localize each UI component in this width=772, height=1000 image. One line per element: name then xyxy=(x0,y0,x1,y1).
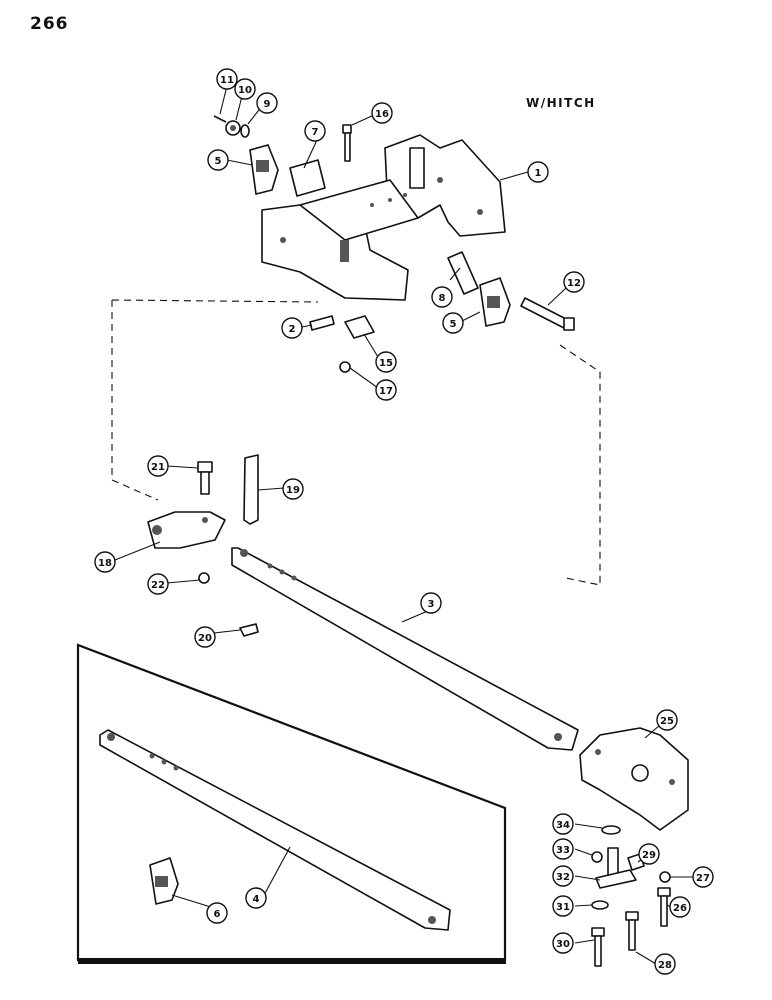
callout-22: 22 xyxy=(147,573,169,595)
callout-6: 6 xyxy=(206,902,228,924)
svg-text:16: 16 xyxy=(375,109,389,120)
svg-text:18: 18 xyxy=(98,558,112,569)
nut-22 xyxy=(198,572,210,584)
clip-20 xyxy=(239,623,259,637)
nut-17 xyxy=(339,361,351,373)
bolt-28 xyxy=(625,911,639,951)
svg-text:28: 28 xyxy=(658,960,672,971)
hitch-pin-19 xyxy=(243,454,259,525)
svg-text:8: 8 xyxy=(439,293,446,304)
svg-text:31: 31 xyxy=(556,902,570,913)
callout-3: 3 xyxy=(420,592,442,614)
callout-26: 26 xyxy=(669,896,691,918)
pin-plate-32 xyxy=(595,847,637,889)
callout-4: 4 xyxy=(245,887,267,909)
bolt-30 xyxy=(591,927,605,967)
hitch-variant-label: W/HITCH xyxy=(526,96,596,110)
spacer-tube xyxy=(289,159,326,197)
callout-28: 28 xyxy=(654,953,676,975)
svg-text:11: 11 xyxy=(220,75,234,86)
svg-text:9: 9 xyxy=(264,99,271,110)
svg-text:25: 25 xyxy=(660,716,674,727)
svg-text:3: 3 xyxy=(428,599,435,610)
svg-text:33: 33 xyxy=(556,845,570,856)
callout-2: 2 xyxy=(281,317,303,339)
svg-text:7: 7 xyxy=(312,127,319,138)
pin-8 xyxy=(447,251,479,295)
svg-text:30: 30 xyxy=(556,939,570,950)
callout-16: 16 xyxy=(371,102,393,124)
drawbar-bracket xyxy=(261,134,506,301)
svg-text:2: 2 xyxy=(289,324,296,335)
svg-text:4: 4 xyxy=(253,894,260,905)
bolt-26 xyxy=(657,887,671,927)
svg-text:34: 34 xyxy=(556,820,570,831)
callout-20: 20 xyxy=(194,626,216,648)
bolt-12 xyxy=(520,297,569,329)
callout-30: 30 xyxy=(552,932,574,954)
svg-text:20: 20 xyxy=(198,633,212,644)
leader-lines xyxy=(114,85,693,965)
bolt-21 xyxy=(197,461,213,495)
page-number: 266 xyxy=(30,14,69,34)
svg-text:6: 6 xyxy=(214,909,221,920)
svg-text:32: 32 xyxy=(556,872,570,883)
svg-text:12: 12 xyxy=(567,278,581,289)
assembly-boundary xyxy=(111,299,601,586)
bolt-16 xyxy=(342,124,352,162)
svg-text:26: 26 xyxy=(673,903,687,914)
callout-21: 21 xyxy=(147,455,169,477)
callout-31: 31 xyxy=(552,895,574,917)
svg-text:19: 19 xyxy=(286,485,300,496)
callout-10: 10 xyxy=(234,78,256,100)
washer-31 xyxy=(591,900,609,910)
callout-11: 11 xyxy=(216,68,238,90)
drawbar-3 xyxy=(231,547,579,751)
callout-15: 15 xyxy=(375,351,397,373)
washer-34 xyxy=(601,825,621,835)
callout-32: 32 xyxy=(552,865,574,887)
svg-text:5: 5 xyxy=(215,156,222,167)
svg-text:21: 21 xyxy=(151,462,165,473)
svg-text:27: 27 xyxy=(696,873,710,884)
callout-5-lower: 5 xyxy=(442,312,464,334)
callout-17: 17 xyxy=(375,379,397,401)
callout-34: 34 xyxy=(552,813,574,835)
block-15 xyxy=(344,315,375,339)
svg-text:10: 10 xyxy=(238,85,252,96)
svg-text:29: 29 xyxy=(642,850,656,861)
callout-33: 33 xyxy=(552,838,574,860)
nut-33 xyxy=(591,851,603,863)
callout-19: 19 xyxy=(282,478,304,500)
callout-9: 9 xyxy=(256,92,278,114)
callout-29: 29 xyxy=(638,843,660,865)
callout-1: 1 xyxy=(527,161,549,183)
panel-bottom-edge xyxy=(78,958,506,964)
nut-27 xyxy=(659,871,671,883)
svg-text:15: 15 xyxy=(379,358,393,369)
bolt-2 xyxy=(309,315,335,331)
svg-text:17: 17 xyxy=(379,386,393,397)
washer-9 xyxy=(240,124,250,138)
callout-12: 12 xyxy=(563,271,585,293)
callouts: 1 2 3 4 5 5 6 7 8 9 10 11 12 15 16 17 18… xyxy=(94,68,714,975)
drawbar-4 xyxy=(99,729,451,931)
callout-25: 25 xyxy=(656,709,678,731)
callout-18: 18 xyxy=(94,551,116,573)
callout-27: 27 xyxy=(692,866,714,888)
callout-5-upper: 5 xyxy=(207,149,229,171)
svg-text:1: 1 xyxy=(535,168,542,179)
svg-text:22: 22 xyxy=(151,580,165,591)
cotter-pin-11 xyxy=(213,115,227,123)
svg-text:5: 5 xyxy=(450,319,457,330)
callout-8: 8 xyxy=(431,286,453,308)
callout-7: 7 xyxy=(304,120,326,142)
